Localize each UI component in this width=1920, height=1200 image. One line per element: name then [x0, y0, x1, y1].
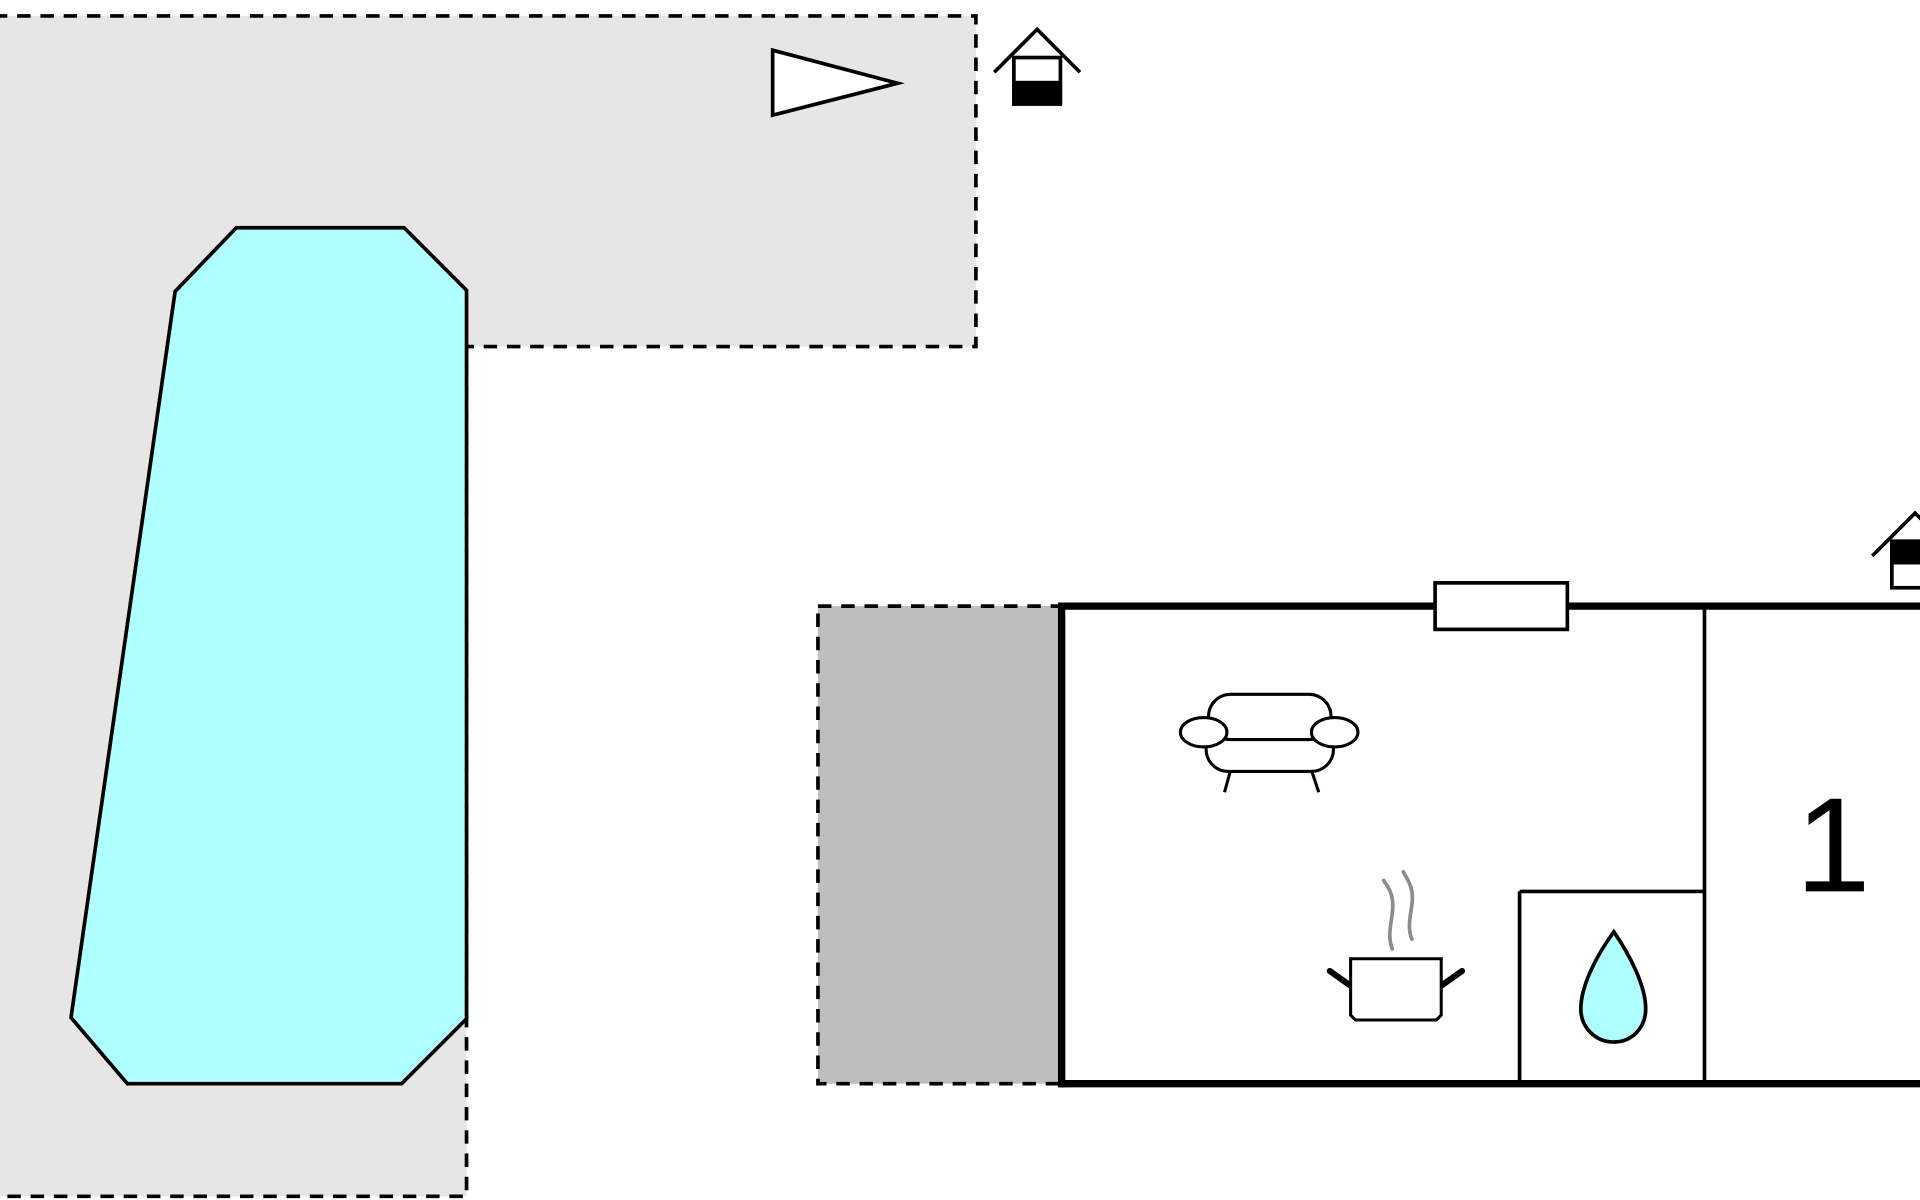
sofa-icon: [1178, 692, 1360, 793]
covered-terrace: [816, 604, 1063, 1086]
cooking-pot-icon: [1326, 870, 1466, 1022]
house-icon: [1870, 510, 1920, 590]
house-icon: [992, 26, 1082, 106]
house-interior: [1061, 606, 1920, 1084]
swimming-pool: [69, 225, 469, 1086]
water-drop-icon: [1578, 928, 1648, 1044]
bedroom-number: 1: [1796, 769, 1871, 920]
north-arrow-icon: [770, 47, 905, 118]
window: [1433, 581, 1570, 632]
